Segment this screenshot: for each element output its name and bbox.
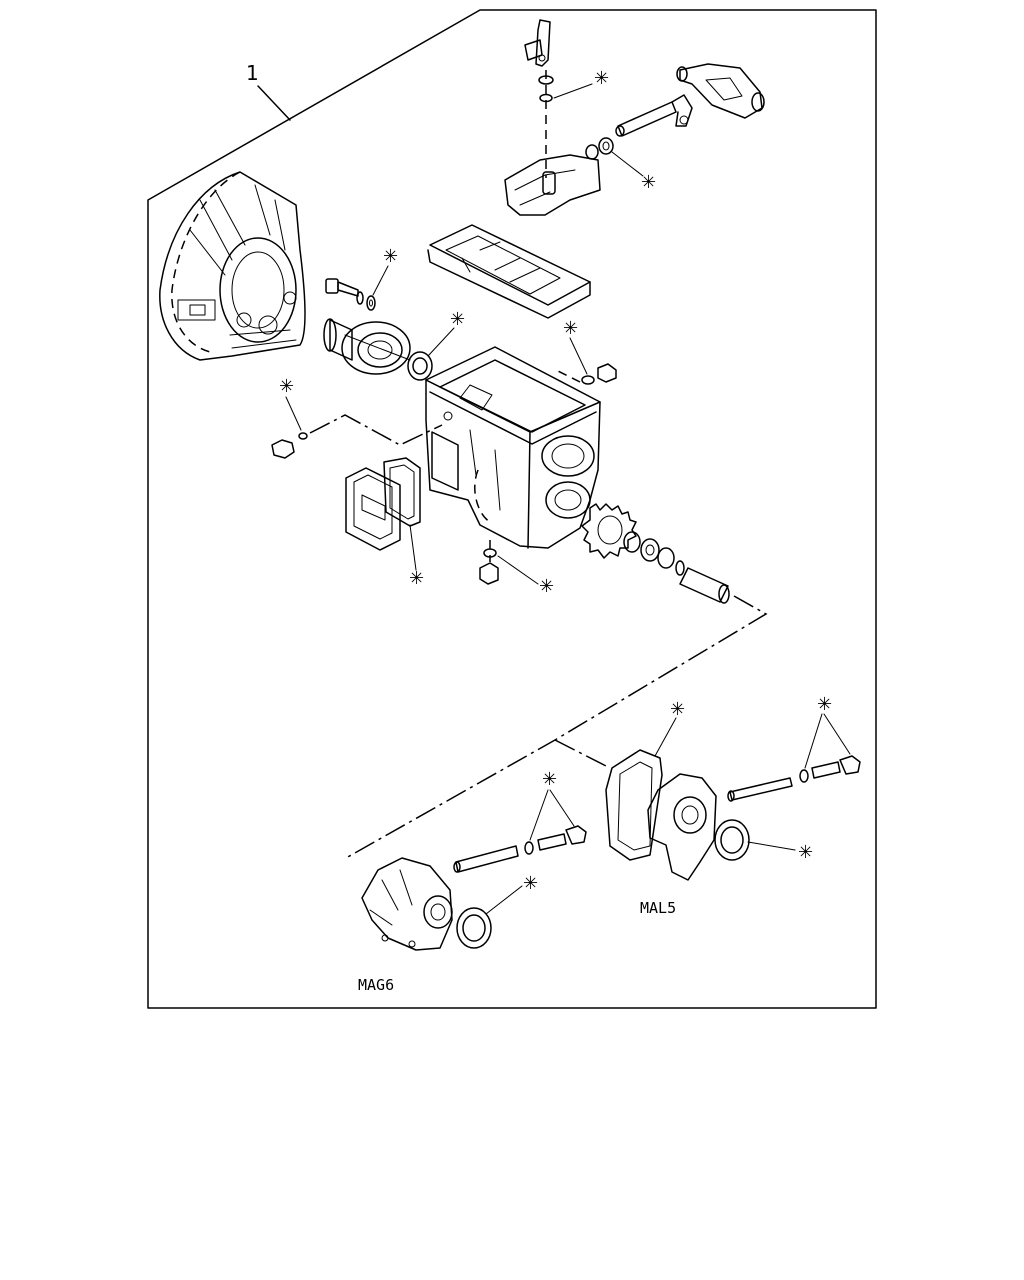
selector-housing (504, 137, 614, 216)
asterisk-marker: ✳ (523, 873, 538, 894)
asterisk-marker: ✳ (450, 309, 465, 330)
asterisk-marker: ✳ (409, 568, 424, 589)
mal5-shaft (727, 777, 793, 802)
side-cover (345, 467, 401, 551)
drain-plug (271, 432, 308, 459)
input-seal (407, 351, 433, 381)
mag6-housing (361, 857, 453, 951)
kit-outline (147, 9, 877, 1009)
drain-plug-axis (309, 414, 443, 446)
asterisk-leader (372, 265, 389, 296)
asterisk-leader (409, 524, 417, 571)
asterisk-leader (569, 337, 588, 375)
asterisk-marker: ✳ (279, 376, 294, 397)
bottom-plug (479, 548, 499, 585)
mal5-bolt-seal (799, 755, 861, 783)
mag6-bolt-seal (524, 825, 587, 855)
variant-connector-branch (554, 739, 611, 769)
asterisk-leader (823, 713, 851, 755)
input-bolt (325, 278, 376, 311)
asterisk-leader (611, 151, 644, 177)
selector-washer (539, 93, 553, 103)
asterisk-marker: ✳ (670, 699, 685, 720)
mag6-shaft (453, 845, 519, 873)
selector-shaft (615, 94, 693, 137)
asterisk-leader (529, 789, 549, 841)
variant-label-mal5: MAL5 (640, 899, 676, 917)
reverse-gear (581, 503, 637, 559)
mag6-oil-seal (456, 907, 492, 949)
asterisk-leader (747, 841, 796, 851)
asterisk-marker: ✳ (641, 172, 656, 193)
asterisk-leader (427, 327, 455, 357)
breather (581, 363, 617, 385)
asterisk-marker: ✳ (563, 318, 578, 339)
asterisk-marker: ✳ (539, 576, 554, 597)
item-number-label: 1 (246, 61, 259, 85)
asterisk-marker: ✳ (383, 246, 398, 267)
clutch-housing (159, 171, 306, 361)
gear-spacers (623, 531, 685, 576)
selector-washer-top (538, 75, 554, 85)
side-cover-gasket (383, 457, 421, 527)
asterisk-marker: ✳ (798, 842, 813, 863)
mal5-gasket (605, 749, 663, 861)
asterisk-leader (497, 555, 539, 585)
variant-label-mag6: MAG6 (358, 976, 394, 994)
asterisk-leader (549, 789, 575, 827)
asterisk-leader (485, 885, 523, 915)
variant-connector (345, 595, 768, 859)
asterisk-leader (553, 83, 593, 99)
item-number-leader (257, 85, 291, 121)
asterisk-marker: ✳ (594, 68, 609, 89)
breather-axis (555, 369, 581, 383)
selector-lever (524, 19, 551, 67)
asterisk-leader (285, 396, 302, 431)
mal5-oil-seal (714, 819, 750, 861)
gearbox-case (425, 346, 601, 549)
asterisk-marker: ✳ (817, 694, 832, 715)
asterisk-marker: ✳ (542, 769, 557, 790)
bearing-retainer (323, 318, 411, 375)
shift-actuator (676, 63, 765, 119)
mal5-housing (647, 773, 717, 881)
asterisk-leader (654, 717, 677, 757)
asterisk-leader (804, 713, 823, 769)
top-cover (427, 224, 591, 319)
reverse-shaft (679, 567, 730, 604)
